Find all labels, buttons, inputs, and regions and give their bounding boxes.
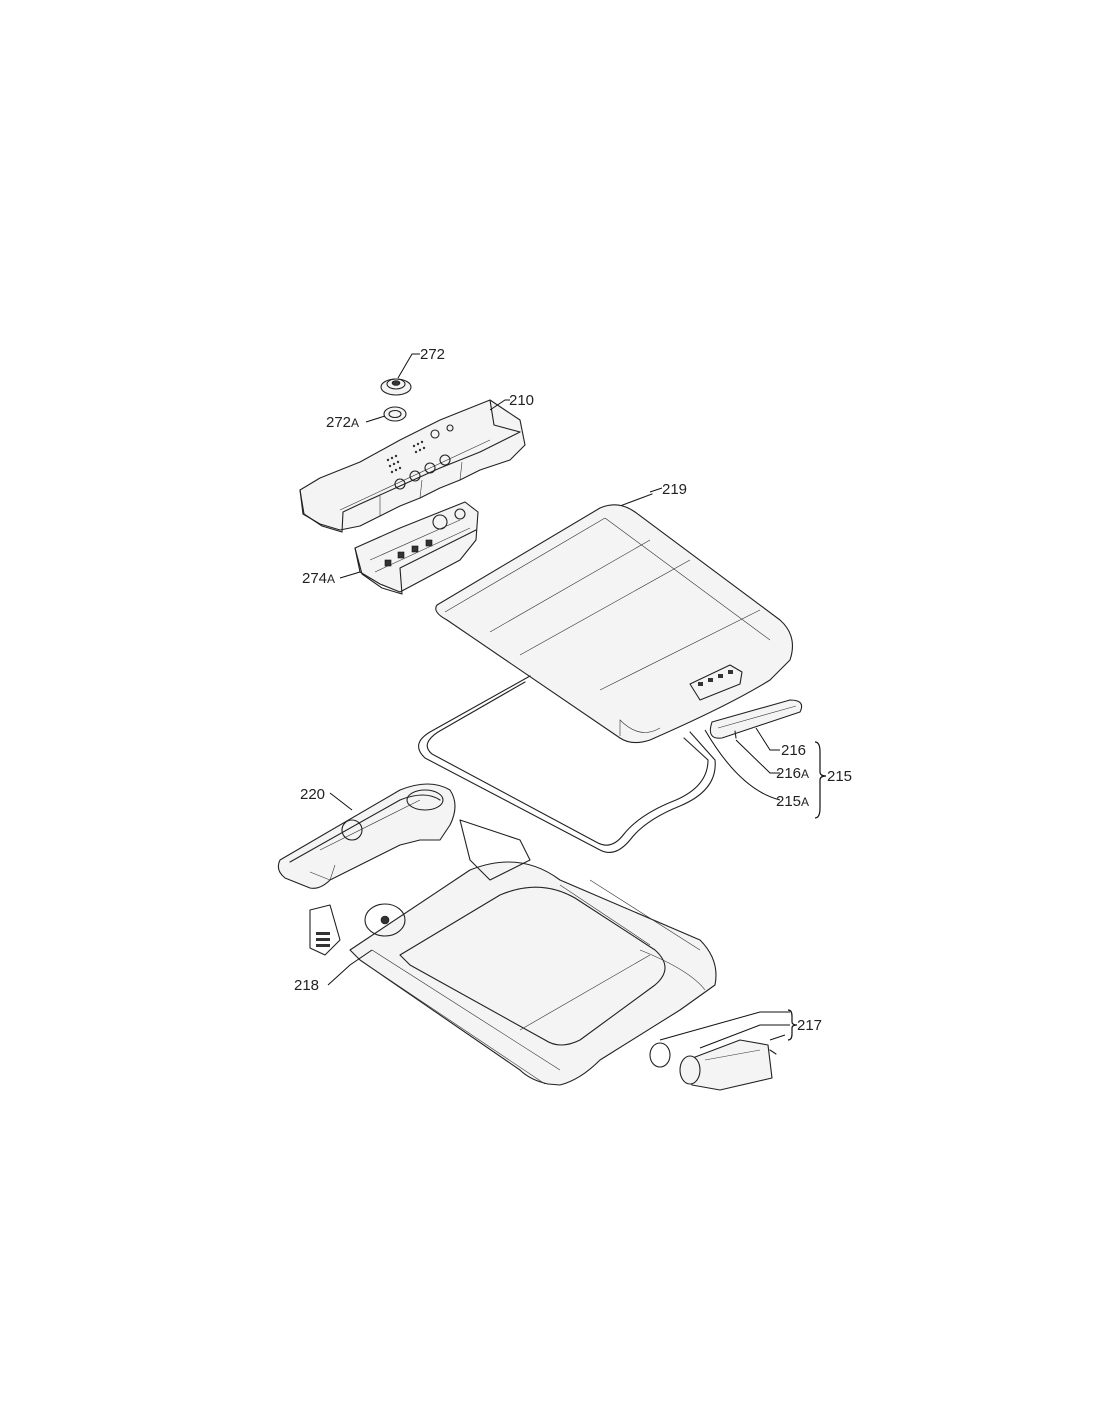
label-219: 219 [662,481,687,498]
part-272a-ring [383,406,407,422]
part-274a-electronic-board [354,501,479,595]
label-216: 216 [781,742,806,759]
brace-217 [787,1009,798,1041]
part-217-fitting [649,1039,777,1091]
part-216a [734,730,737,739]
label-218: 218 [294,977,319,994]
top-frame [309,819,717,1086]
part-220-dispenser [277,783,456,889]
label-215: 215 [827,768,852,785]
leader-lines [327,353,790,1049]
label-274a: 274A [302,570,335,587]
part-215a-gasket [418,675,716,853]
label-272: 272 [420,346,445,363]
lid [435,504,793,744]
label-220: 220 [300,786,325,803]
brace-215 [814,741,827,819]
label-216a: 216A [776,765,809,782]
label-215a: 215A [776,793,809,810]
label-210: 210 [509,392,534,409]
label-272a: 272A [326,414,359,431]
label-217: 217 [797,1017,822,1034]
part-272-knob [380,378,412,396]
part-210-control-panel [299,399,526,533]
part-216-handle [709,699,803,739]
part-219-pin [619,493,653,507]
